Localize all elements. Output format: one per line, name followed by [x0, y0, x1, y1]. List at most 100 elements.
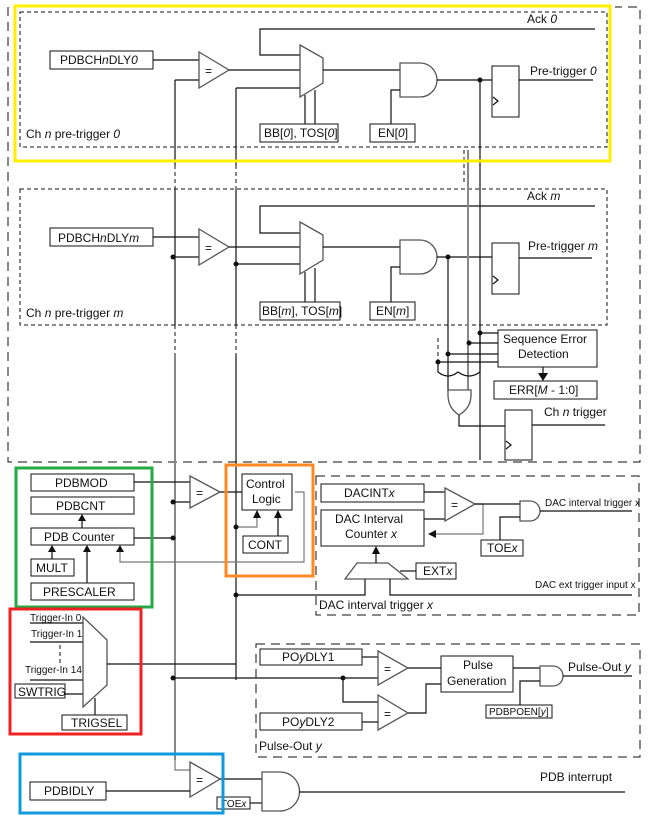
channelm-mux	[299, 220, 324, 276]
pdbcnt-label: PDBCNT	[56, 499, 106, 513]
dacint-label: DACINTx	[344, 486, 396, 500]
pulse-out-region	[255, 643, 641, 758]
bb0-tos0-register	[259, 123, 339, 143]
ackm-line	[259, 205, 595, 234]
dac-ext-trigger-input	[389, 579, 632, 596]
trigger-input-highlight	[8, 607, 143, 736]
dacint-register	[320, 483, 425, 503]
ch-trigger-label: Ch n trigger	[544, 405, 607, 419]
channel-section-border	[7, 6, 641, 463]
channel0-region-label: Ch n pre-trigger 0	[26, 127, 120, 141]
interrupt-comparator-symbol: =	[196, 773, 203, 787]
pretrigger0-label: Pre-trigger 0	[530, 64, 597, 78]
ack0-line	[259, 28, 595, 56]
dac-toe-label: TOEx	[487, 541, 518, 555]
channelm-and-gate	[399, 239, 438, 275]
pdbchndlym-label: PDBCHnDLYm	[58, 231, 139, 245]
channel-or-gate	[447, 389, 472, 416]
pulse-and-gate	[539, 665, 564, 687]
poydly1-label: POyDLY1	[282, 650, 335, 664]
dac-trigger-mux	[343, 562, 410, 580]
control-highlight	[224, 463, 315, 578]
dac-ext-trigger-label: DAC ext trigger input x	[535, 580, 636, 591]
control-logic-line2: Logic	[252, 492, 281, 506]
dac-and-gate	[519, 500, 541, 522]
pretriggerm-label: Pre-trigger m	[528, 239, 598, 253]
cont-register	[242, 535, 289, 554]
cont-label: CONT	[248, 538, 283, 552]
channel0-and-gate	[399, 62, 438, 98]
pdbcnt-register	[30, 496, 135, 515]
prescaler-label: PRESCALER	[43, 585, 116, 599]
interrupt-and-gate	[261, 771, 301, 812]
pulse-out-region-label: Pulse-Out y	[259, 739, 323, 753]
pdbpoen-label: PDBPOEN[y]	[489, 707, 549, 718]
channelm-flipflop	[491, 242, 520, 295]
dac-region	[315, 475, 640, 616]
bb0-tos0-label: BB[0], TOS[0]	[264, 126, 338, 140]
mod-comparator-symbol: =	[196, 486, 203, 500]
trigsel-label: TRIGSEL	[71, 716, 123, 730]
dac-toe-register	[480, 539, 524, 557]
ch-trigger-flipflop	[504, 409, 533, 461]
en0-label: EN[0]	[378, 126, 408, 140]
interrupt-highlight	[18, 752, 225, 815]
trigger-in-1-label: Trigger-In 1	[31, 629, 83, 640]
sequence-error-line1: Sequence Error	[503, 332, 587, 346]
sequence-error-line2: Detection	[518, 347, 569, 361]
control-logic-line1: Control	[246, 477, 285, 491]
dac-interval-counter	[320, 509, 425, 547]
pulse-comparator-2-symbol: =	[384, 707, 391, 721]
err-register-label: ERR[M - 1:0]	[509, 383, 578, 397]
pdb-counter	[30, 527, 135, 546]
pretrigger0-highlight	[13, 4, 612, 163]
pdbpoen-register	[485, 704, 553, 719]
pulse-out-label: Pulse-Out y	[568, 660, 632, 674]
dac-comparator-symbol: =	[451, 498, 458, 512]
trigger-in-0-label: Trigger-In 0	[30, 613, 82, 624]
channelm-comparator	[198, 227, 231, 267]
trigger-mux	[82, 615, 108, 709]
interrupt-comparator	[189, 760, 222, 799]
pulse-generation-line2: Generation	[447, 674, 506, 688]
swtrig-label: SWTRIG	[18, 685, 66, 699]
pulse-comparator-1-symbol: =	[384, 662, 391, 676]
control-logic	[241, 473, 293, 511]
ackm-label: Ack m	[527, 189, 560, 203]
channel0-flipflop	[491, 65, 520, 118]
pulse-generation-line1: Pulse	[463, 658, 493, 672]
pulse-comparator-2	[377, 693, 410, 732]
channel0-region	[19, 11, 608, 148]
trigsel-register	[61, 714, 128, 731]
channelm-region-label: Ch n pre-trigger m	[26, 306, 123, 320]
pdbidly-label: PDBIDLY	[44, 784, 94, 798]
dac-counter-line2: Counter x	[345, 527, 398, 541]
pdbchndly0-label: PDBCHnDLY0	[60, 53, 138, 67]
pdbmod-label: PDBMOD	[55, 476, 108, 490]
bbm-tosm-register	[259, 301, 341, 321]
enm-label: EN[m]	[376, 304, 409, 318]
dac-interval-trigger-label: DAC interval trigger x	[545, 498, 640, 509]
pulse-generation	[440, 655, 514, 693]
sequence-error-detection	[497, 329, 598, 368]
channelm-comparator-symbol: =	[205, 241, 212, 255]
enm-register	[369, 301, 416, 321]
swtrig-register	[14, 683, 66, 699]
err-register	[493, 380, 598, 400]
dac-comparator	[444, 486, 477, 523]
ack0-label: Ack 0	[527, 12, 557, 26]
trigger-in-14-label: Trigger-In 14	[25, 665, 82, 676]
interrupt-toe-label: TOEx	[221, 799, 247, 810]
mult-label: MULT	[36, 561, 68, 575]
pdb-counter-label: PDB Counter	[44, 530, 115, 544]
ext-label: EXTx	[423, 564, 453, 578]
pulse-comparator-1	[377, 649, 410, 687]
counter-highlight	[14, 466, 154, 609]
prescaler-register	[30, 582, 135, 601]
channel0-comparator	[198, 50, 231, 90]
poydly2-label: POyDLY2	[282, 715, 335, 729]
channel0-comparator-symbol: =	[205, 64, 212, 78]
mod-comparator	[189, 474, 222, 510]
channelm-region	[19, 188, 608, 326]
